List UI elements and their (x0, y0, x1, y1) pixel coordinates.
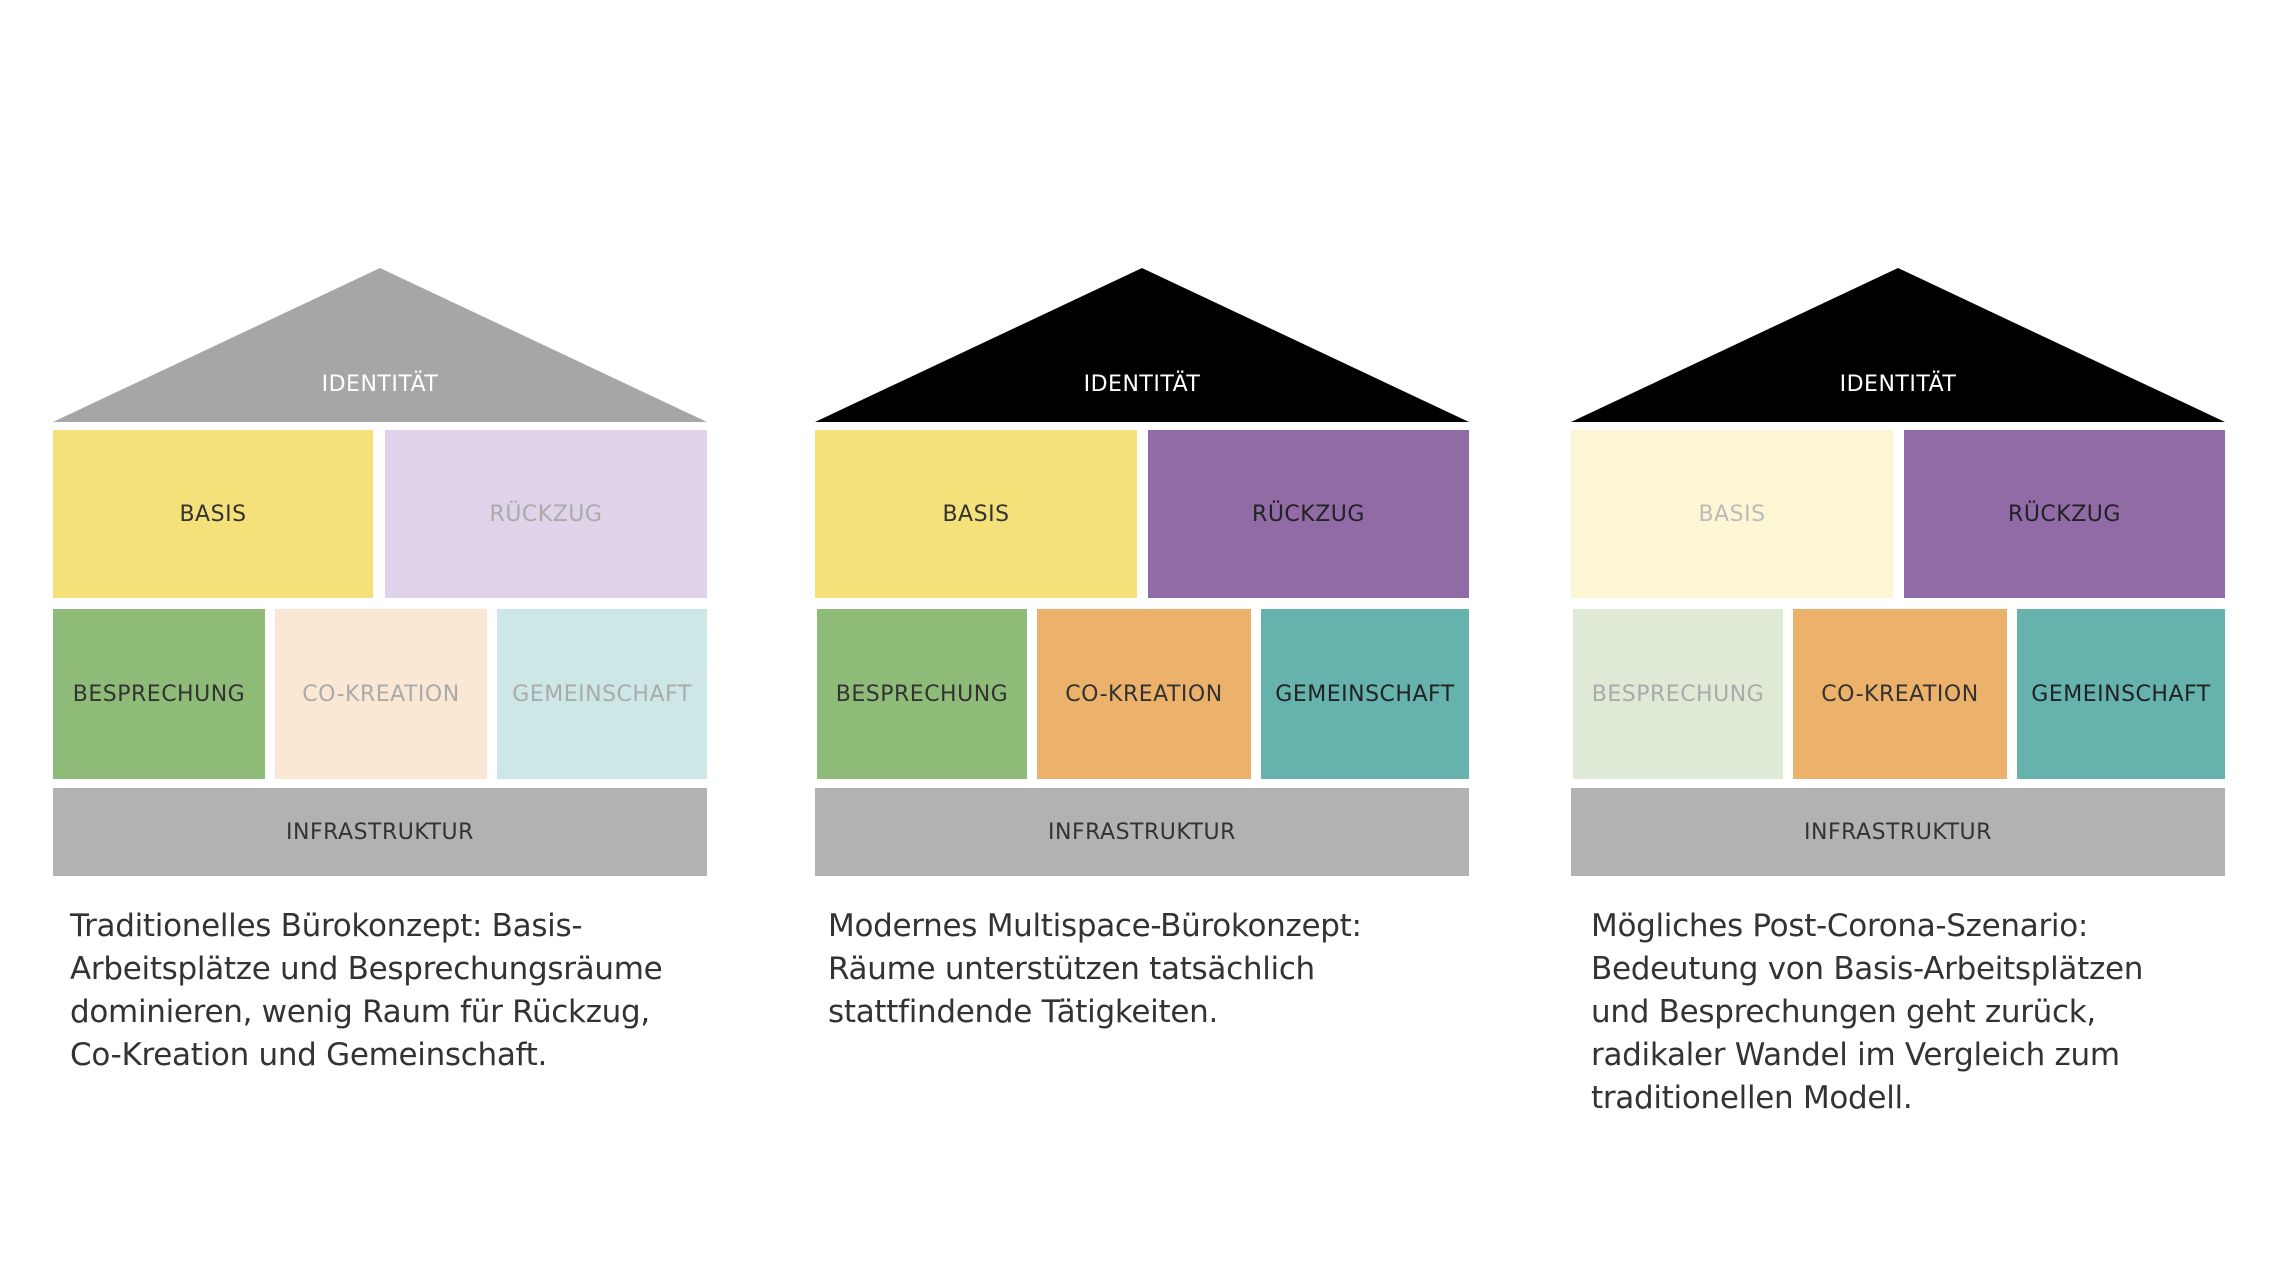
roof (1571, 268, 2225, 422)
block-infrastruktur: INFRASTRUKTUR (53, 788, 707, 876)
caption-line: und Besprechungen geht zurück, (1591, 994, 2096, 1030)
block-kokreation-label: CO-KREATION (302, 681, 460, 707)
block-rueckzug-label: RÜCKZUG (489, 501, 603, 527)
block-gemeinschaft: GEMEINSCHAFT (1261, 609, 1469, 779)
caption-line: stattfindende Tätigkeiten. (828, 994, 1219, 1030)
block-kokreation-label: CO-KREATION (1065, 681, 1223, 707)
roof-triangle (1571, 268, 2225, 422)
caption-line: Modernes Multispace-Bürokonzept: (828, 908, 1362, 944)
block-gemeinschaft-label: GEMEINSCHAFT (512, 681, 692, 707)
house-multispace: IDENTITÄT BASIS RÜCKZUG BESPRECHUNG CO-K… (815, 0, 1469, 1283)
caption-line: Bedeutung von Basis-Arbeitsplätzen (1591, 951, 2144, 987)
roof-label: IDENTITÄT (1839, 372, 1957, 397)
block-besprechung-label: BESPRECHUNG (72, 681, 246, 707)
block-gemeinschaft-label: GEMEINSCHAFT (1275, 681, 1455, 707)
caption-line: dominieren, wenig Raum für Rückzug, (70, 994, 650, 1030)
house-traditional: IDENTITÄT BASIS RÜCKZUG BESPRECHUNG CO-K… (53, 0, 707, 1283)
caption-line: traditionellen Modell. (1591, 1080, 1913, 1116)
block-kokreation: CO-KREATION (275, 609, 487, 779)
caption-line: radikaler Wandel im Vergleich zum (1591, 1037, 2120, 1073)
block-infrastruktur: INFRASTRUKTUR (815, 788, 1469, 876)
block-kokreation: CO-KREATION (1793, 609, 2007, 779)
caption: Modernes Multispace-Bürokonzept: Räume u… (828, 905, 1508, 1034)
block-basis: BASIS (53, 430, 373, 598)
block-besprechung-label: BESPRECHUNG (1591, 681, 1765, 707)
block-basis: BASIS (1571, 430, 1893, 598)
block-basis-label: BASIS (1698, 501, 1766, 527)
block-besprechung: BESPRECHUNG (53, 609, 265, 779)
block-kokreation: CO-KREATION (1037, 609, 1251, 779)
caption-line: Co-Kreation und Gemeinschaft. (70, 1037, 548, 1073)
block-rueckzug: RÜCKZUG (1904, 430, 2225, 598)
block-infrastruktur-label: INFRASTRUKTUR (1048, 819, 1236, 845)
caption-line: Räume unterstützen tatsächlich (828, 951, 1315, 987)
roof-triangle (53, 268, 707, 422)
block-infrastruktur-label: INFRASTRUKTUR (286, 819, 474, 845)
block-gemeinschaft-label: GEMEINSCHAFT (2031, 681, 2211, 707)
roof-triangle (815, 268, 1469, 422)
block-besprechung-label: BESPRECHUNG (835, 681, 1009, 707)
block-basis-label: BASIS (179, 501, 247, 527)
roof-label: IDENTITÄT (1083, 372, 1201, 397)
block-rueckzug: RÜCKZUG (1148, 430, 1469, 598)
block-basis-label: BASIS (942, 501, 1010, 527)
block-rueckzug: RÜCKZUG (385, 430, 707, 598)
block-besprechung: BESPRECHUNG (1573, 609, 1783, 779)
roof (815, 268, 1469, 422)
caption-line: Arbeitsplätze und Besprechungsräume (70, 951, 663, 987)
block-kokreation-label: CO-KREATION (1821, 681, 1979, 707)
block-gemeinschaft: GEMEINSCHAFT (2017, 609, 2225, 779)
block-infrastruktur-label: INFRASTRUKTUR (1804, 819, 1992, 845)
block-basis: BASIS (815, 430, 1137, 598)
roof (53, 268, 707, 422)
block-rueckzug-label: RÜCKZUG (1252, 501, 1365, 527)
roof-label: IDENTITÄT (321, 372, 439, 397)
block-besprechung: BESPRECHUNG (817, 609, 1027, 779)
caption: Traditionelles Bürokonzept: Basis- Arbei… (70, 905, 750, 1077)
block-gemeinschaft: GEMEINSCHAFT (497, 609, 707, 779)
house-post-corona: IDENTITÄT BASIS RÜCKZUG BESPRECHUNG CO-K… (1571, 0, 2225, 1283)
caption-line: Mögliches Post-Corona-Szenario: (1591, 908, 2089, 944)
block-infrastruktur: INFRASTRUKTUR (1571, 788, 2225, 876)
caption: Mögliches Post-Corona-Szenario: Bedeutun… (1591, 905, 2221, 1120)
block-rueckzug-label: RÜCKZUG (2008, 501, 2121, 527)
caption-line: Traditionelles Bürokonzept: Basis- (70, 908, 583, 944)
